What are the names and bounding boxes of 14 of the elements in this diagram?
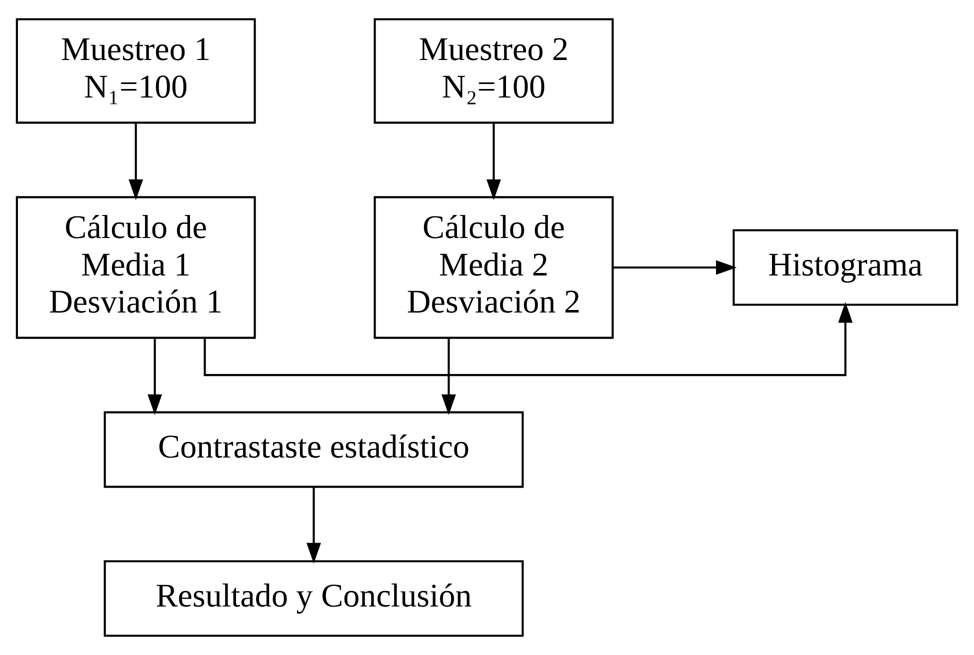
node-box: Cálculo de Media 2 Desviación 2	[374, 196, 614, 339]
node-box: Muestreo 1 N₁=100	[16, 18, 256, 124]
node-box: Muestreo 2 N₂=100	[374, 18, 614, 124]
arrow	[128, 124, 144, 200]
arrow	[148, 338, 162, 416]
node-box: Histograma	[732, 229, 958, 306]
arrow	[306, 487, 321, 564]
arrow	[486, 124, 501, 200]
arrow	[204, 302, 853, 376]
node-box: Contrastaste estadístico	[104, 411, 524, 488]
node-box: Resultado y Conclusión	[104, 560, 524, 637]
arrow	[612, 260, 737, 275]
arrow	[441, 338, 456, 416]
node-box: Cálculo de Media 1 Desviación 1	[16, 196, 256, 339]
